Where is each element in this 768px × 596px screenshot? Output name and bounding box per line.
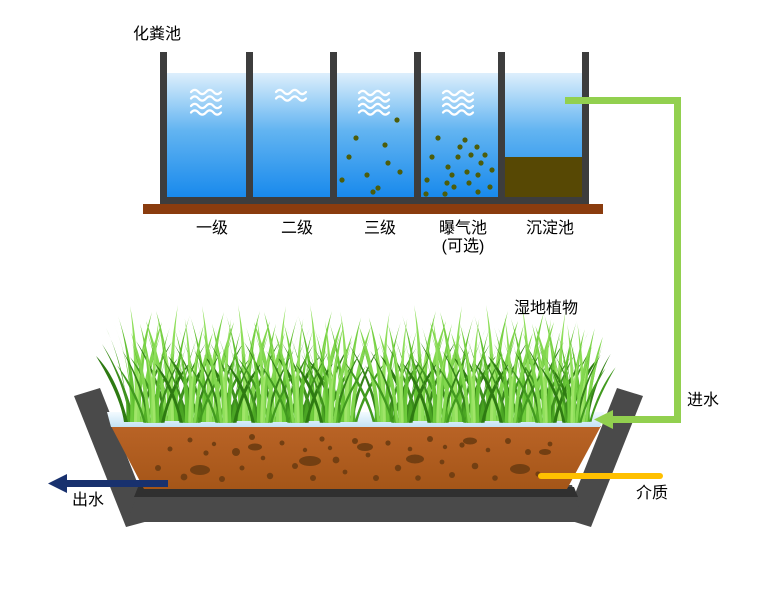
chamber-sublabel-optional: (可选) xyxy=(441,238,485,255)
tank-base xyxy=(143,204,603,214)
chamber-label-sedimentation: 沉淀池 xyxy=(525,220,575,237)
inflow-label: 进水 xyxy=(687,392,720,409)
particle-dots xyxy=(339,117,495,197)
media-pointer-line xyxy=(538,473,663,479)
inflow-pipe xyxy=(565,97,681,429)
soil-media xyxy=(111,426,601,489)
tank-walls xyxy=(160,52,589,204)
outflow-label: 出水 xyxy=(72,492,105,509)
media-label: 介质 xyxy=(636,485,669,502)
sediment-layer xyxy=(504,157,582,201)
basin-shadow xyxy=(134,487,578,497)
wetland-grass xyxy=(96,305,616,423)
outflow-arrow-icon xyxy=(48,474,168,493)
wetland-plants-label: 湿地植物 xyxy=(513,300,579,317)
chamber-label-stage1: 一级 xyxy=(195,220,229,237)
septic-tank-title: 化粪池 xyxy=(133,26,182,43)
inflow-arrow-icon xyxy=(594,410,613,429)
chamber-label-aeration: 曝气池 xyxy=(438,220,488,237)
media-dots xyxy=(155,434,553,482)
chamber-label-stage3: 三级 xyxy=(363,220,397,237)
chamber-label-stage2: 二级 xyxy=(280,220,314,237)
